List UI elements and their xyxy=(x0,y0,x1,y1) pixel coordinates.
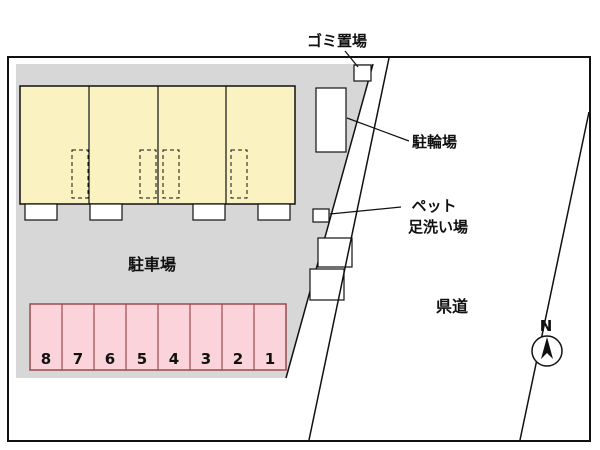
parking-lot-label: 駐車場 xyxy=(128,255,176,274)
road-edge-right xyxy=(519,111,590,441)
bicycle-label: 駐輪場 xyxy=(412,133,457,151)
bicycle-leader-line xyxy=(346,117,410,142)
pet-label-line1: ペット xyxy=(411,197,456,215)
boundary-step xyxy=(309,268,345,301)
stall-number: 8 xyxy=(41,350,51,368)
compass-needle-icon xyxy=(541,337,553,359)
stall-number: 5 xyxy=(137,350,147,368)
parking-stalls: 8 7 6 5 4 3 2 1 xyxy=(29,303,287,371)
unit-dashed-feature xyxy=(162,149,180,199)
stall-number: 6 xyxy=(105,350,115,368)
compass: N xyxy=(531,317,563,367)
garbage-leader-line xyxy=(344,50,359,68)
compass-north-label: N xyxy=(540,317,553,335)
pet-label-line2: 足洗い場 xyxy=(408,218,468,236)
unit-dashed-feature xyxy=(139,149,157,199)
pet-wash-area xyxy=(312,208,330,223)
garbage-area xyxy=(353,64,372,82)
stall-number: 2 xyxy=(233,350,243,368)
stall-number: 4 xyxy=(169,350,179,368)
entrance-step xyxy=(89,203,123,221)
stall-number: 1 xyxy=(265,350,275,368)
garbage-label: ゴミ置場 xyxy=(307,32,367,50)
unit-dashed-feature xyxy=(230,149,248,199)
bicycle-parking-area xyxy=(315,87,347,153)
road-edge-left xyxy=(308,57,390,441)
entrance-step xyxy=(257,203,291,221)
stall-number: 3 xyxy=(201,350,211,368)
entrance-step xyxy=(24,203,58,221)
road-label: 県道 xyxy=(436,297,468,316)
pet-leader-line xyxy=(329,206,402,215)
outer-border xyxy=(7,56,591,442)
unit-dashed-feature xyxy=(71,149,89,199)
entrance-step xyxy=(192,203,226,221)
stall-number: 7 xyxy=(73,350,83,368)
